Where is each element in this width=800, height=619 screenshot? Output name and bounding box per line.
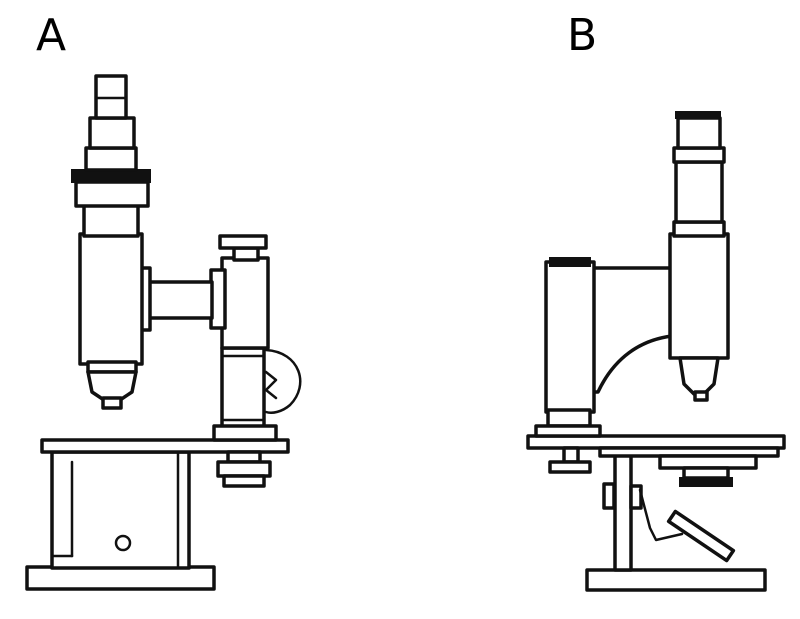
panel-label-b: B [567,10,598,61]
microscope-b-objective [678,356,720,402]
microscope-a-objective [86,360,138,410]
microscope-b-pillar [602,446,643,572]
microscope-a-column [212,346,302,442]
microscope-b-focus-knob [548,446,592,474]
microscope-a [25,74,302,591]
microscope-a-housing [209,234,270,350]
microscope-a-stage [40,438,290,454]
microscope-a-tube [71,74,151,366]
microscope-a-focus-knob [216,450,272,488]
microscope-b-stage [526,434,786,470]
microscope-b-tube [668,111,730,360]
panel-label-a: A [36,10,67,61]
microscope-b-mirror [638,488,736,563]
microscope-a-arm [134,266,214,332]
microscope-a-base [25,565,216,591]
microscope-b [526,111,786,592]
microscope-b-base [585,568,767,592]
microscope-b-arm [534,257,674,438]
microscope-a-pillar [50,450,191,570]
microscope-b-condenser [679,466,733,487]
